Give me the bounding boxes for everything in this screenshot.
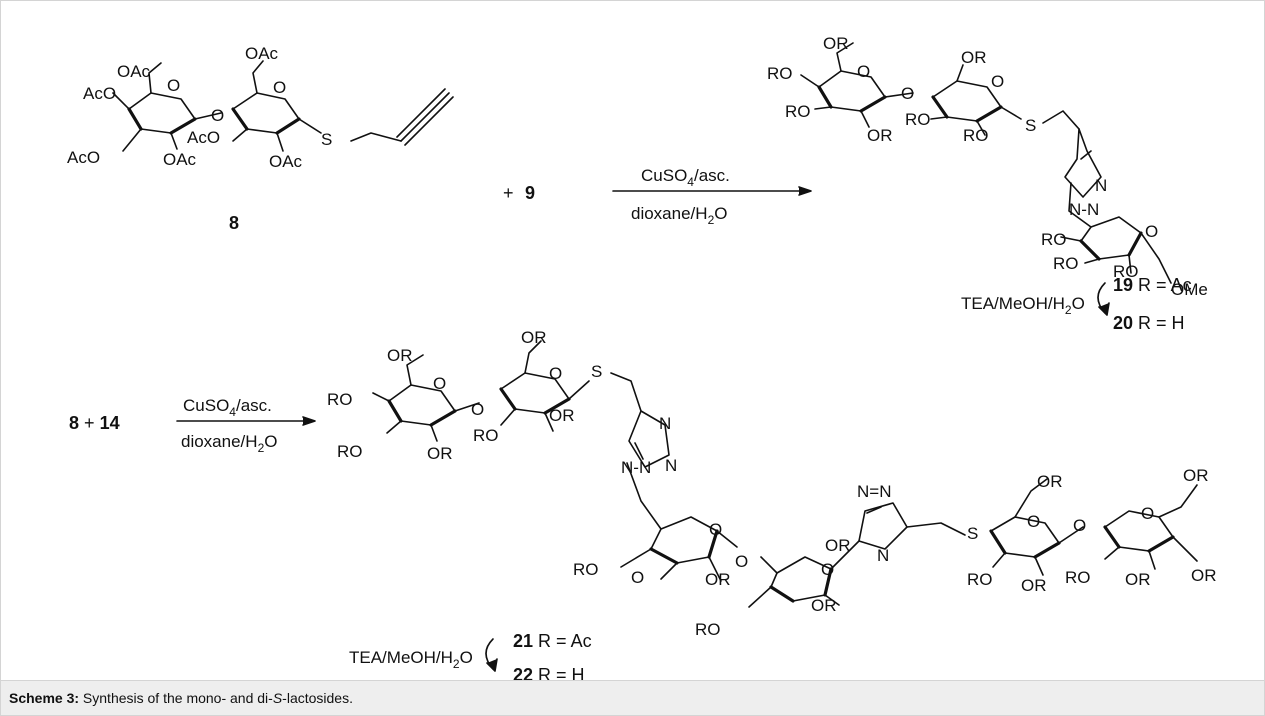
svg-text:O: O	[709, 520, 722, 539]
compound-8-structure	[112, 60, 454, 152]
svg-text:S: S	[1025, 116, 1036, 135]
svg-text:O: O	[901, 84, 914, 103]
compound-8-label: 8	[229, 213, 239, 233]
svg-text:RO: RO	[905, 110, 931, 129]
svg-text:O: O	[211, 106, 224, 125]
svg-text:AcO: AcO	[67, 148, 100, 167]
svg-text:RO: RO	[785, 102, 811, 121]
svg-text:O: O	[821, 560, 834, 579]
svg-text:RO: RO	[1113, 262, 1139, 281]
svg-text:AcO: AcO	[187, 128, 220, 147]
compound-20-line: 20 R = H	[1113, 313, 1185, 333]
svg-text:N: N	[1095, 176, 1107, 195]
compound-21-line: 21 R = Ac	[513, 631, 592, 651]
svg-text:OR: OR	[705, 570, 731, 589]
svg-text:OR: OR	[1021, 576, 1047, 595]
svg-text:OR: OR	[823, 34, 849, 53]
svg-text:OR: OR	[521, 328, 547, 347]
solvent-2: dioxane/H2O	[181, 432, 277, 455]
reagent-cuso4-2: CuSO4/asc.	[183, 396, 272, 419]
svg-text:RO: RO	[1053, 254, 1079, 273]
svg-text:OAc: OAc	[117, 62, 151, 81]
svg-text:O: O	[433, 374, 446, 393]
figure-caption: Scheme 3: Synthesis of the mono- and di-…	[1, 680, 1264, 715]
reaction-scheme: AcO OAc O AcO OAc O OAc O AcO OAc S 8 + …	[67, 34, 1217, 681]
svg-text:O: O	[857, 62, 870, 81]
svg-text:RO: RO	[327, 390, 353, 409]
svg-text:O: O	[1073, 516, 1086, 535]
reactants-8-plus-14: 8 + 14	[69, 413, 120, 433]
svg-text:OAc: OAc	[163, 150, 197, 169]
svg-text:O: O	[471, 400, 484, 419]
svg-text:OAc: OAc	[269, 152, 303, 171]
svg-text:S: S	[967, 524, 978, 543]
svg-text:OR: OR	[961, 48, 987, 67]
compound-21-atom-labels: RO OR RO OR O O OR O RO OR S N N-N N O R…	[327, 328, 1217, 639]
svg-text:OR: OR	[1037, 472, 1063, 491]
compound-8-atom-labels: AcO OAc O AcO OAc O OAc O AcO OAc S	[67, 44, 332, 171]
svg-text:O: O	[1141, 504, 1154, 523]
svg-text:RO: RO	[1041, 230, 1067, 249]
plus-sign: +	[503, 183, 514, 203]
svg-text:RO: RO	[1065, 568, 1091, 587]
svg-text:OR: OR	[549, 406, 575, 425]
svg-text:OR: OR	[1125, 570, 1151, 589]
svg-text:RO: RO	[695, 620, 721, 639]
compound-19-atom-labels: RO OR RO OR O O OR O RO RO S N N-N RO O …	[767, 34, 1208, 299]
deprotection-reagent-1: TEA/MeOH/H2O	[961, 294, 1085, 317]
svg-text:O: O	[991, 72, 1004, 91]
caption-italic-s: S	[272, 690, 283, 706]
svg-text:OR: OR	[387, 346, 413, 365]
caption-text-before: Synthesis of the mono- and di-	[79, 690, 273, 706]
svg-text:OR: OR	[1183, 466, 1209, 485]
svg-text:OR: OR	[825, 536, 851, 555]
svg-text:RO: RO	[967, 570, 993, 589]
compound-19-line: 19 R = Ac	[1113, 275, 1192, 295]
svg-text:O: O	[1145, 222, 1158, 241]
svg-text:AcO: AcO	[83, 84, 116, 103]
svg-text:N=N: N=N	[857, 482, 891, 501]
svg-text:RO: RO	[573, 560, 599, 579]
compound-21-structure	[372, 340, 1198, 608]
svg-text:O: O	[167, 76, 180, 95]
svg-text:RO: RO	[963, 126, 989, 145]
svg-text:RO: RO	[337, 442, 363, 461]
svg-text:OR: OR	[427, 444, 453, 463]
svg-text:N-N: N-N	[621, 458, 651, 477]
reagent-cuso4-1: CuSO4/asc.	[641, 166, 730, 189]
svg-text:S: S	[321, 130, 332, 149]
svg-text:RO: RO	[767, 64, 793, 83]
svg-text:O: O	[1027, 512, 1040, 531]
deprotection-reagent-2: TEA/MeOH/H2O	[349, 648, 473, 671]
svg-text:N: N	[665, 456, 677, 475]
compound-9-label: 9	[525, 183, 535, 203]
svg-text:O: O	[549, 364, 562, 383]
svg-text:OAc: OAc	[245, 44, 279, 63]
svg-text:N: N	[659, 414, 671, 433]
svg-text:OR: OR	[1191, 566, 1217, 585]
svg-text:RO: RO	[473, 426, 499, 445]
svg-text:O: O	[273, 78, 286, 97]
solvent-1: dioxane/H2O	[631, 204, 727, 227]
svg-text:N: N	[877, 546, 889, 565]
svg-text:OR: OR	[811, 596, 837, 615]
compound-19-structure	[800, 42, 1172, 284]
svg-text:OR: OR	[867, 126, 893, 145]
caption-text-after: -lactosides.	[282, 690, 353, 706]
svg-text:O: O	[735, 552, 748, 571]
svg-text:S: S	[591, 362, 602, 381]
compound-22-line: 22 R = H	[513, 665, 585, 681]
svg-text:N-N: N-N	[1069, 200, 1099, 219]
svg-text:O: O	[631, 568, 644, 587]
caption-label: Scheme 3:	[9, 690, 80, 706]
svg-text:OMe: OMe	[1171, 280, 1208, 299]
